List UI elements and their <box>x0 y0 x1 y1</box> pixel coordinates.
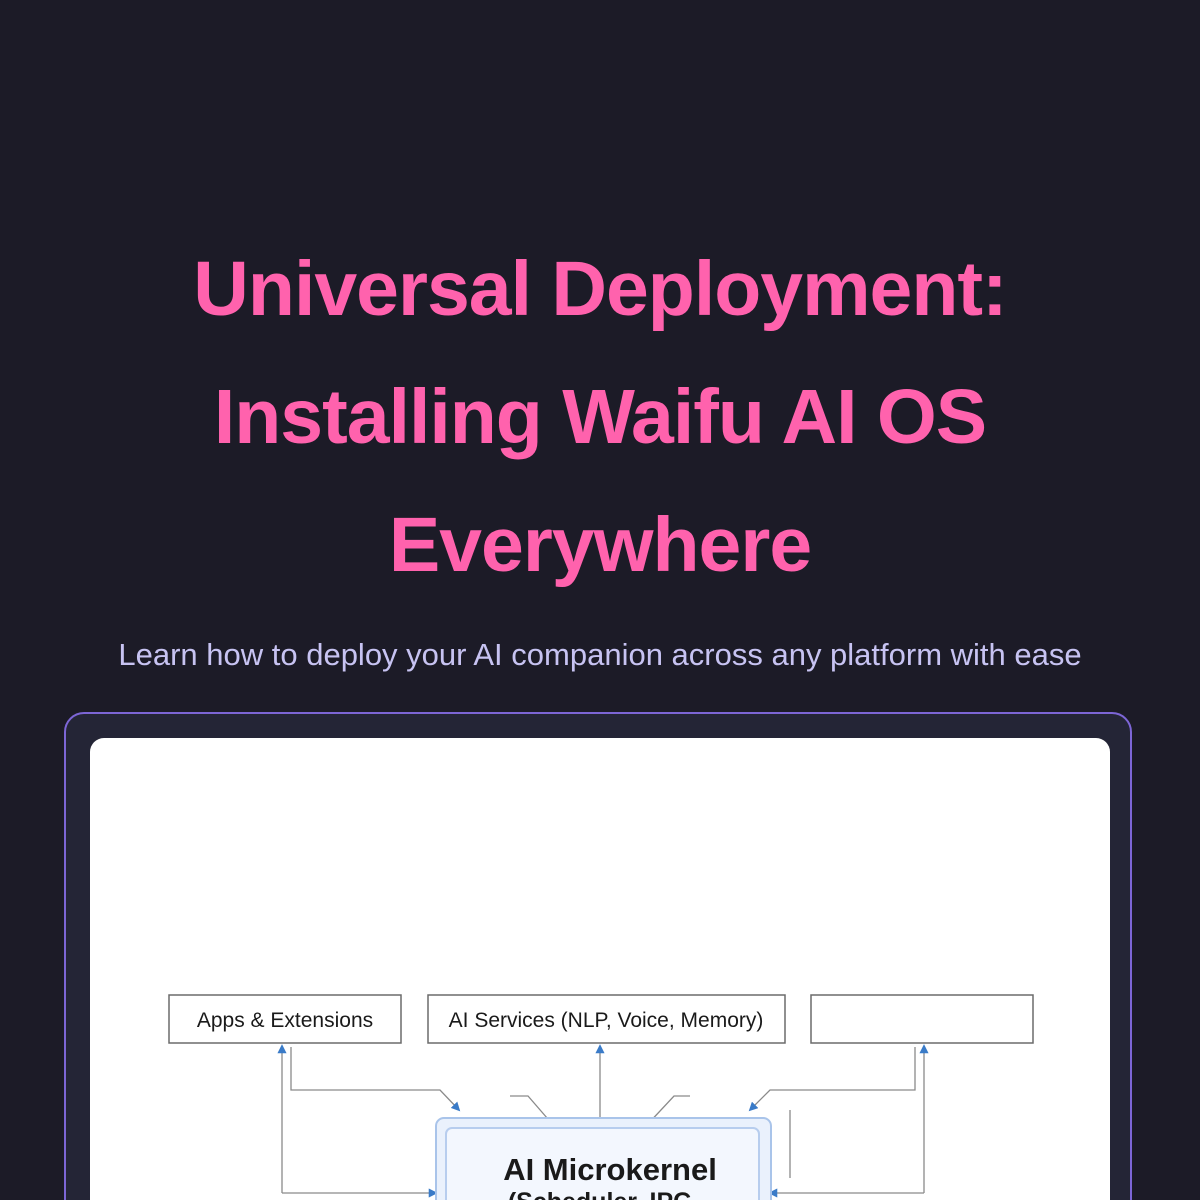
page-title: Universal Deployment: Installing Waifu A… <box>150 225 1050 609</box>
page-title-line-3: Everywhere <box>388 502 812 588</box>
right-diagonal <box>645 1095 690 1127</box>
apps-extensions-box: Apps & Extensions <box>168 994 402 1044</box>
ai-microkernel-box: AI Microkernel (Scheduler, IPC, <box>435 1117 772 1200</box>
architecture-diagram: Apps & Extensions AI Services (NLP, Voic… <box>90 738 1110 1200</box>
page-title-line-1: Universal Deployment: <box>193 246 1007 332</box>
apps-extensions-label: Apps & Extensions <box>197 1009 373 1032</box>
unlabeled-box <box>810 994 1034 1044</box>
left-diagonal <box>510 1095 555 1127</box>
apps-feed-arrow <box>290 1047 461 1112</box>
page-title-line-2: Installing Waifu AI OS <box>213 374 987 460</box>
ai-microkernel-subtitle: (Scheduler, IPC, <box>508 1188 698 1200</box>
unlabeled-feed-arrow <box>748 1047 916 1112</box>
diagram-connectors <box>277 1044 929 1198</box>
ai-services-box: AI Services (NLP, Voice, Memory) <box>427 994 786 1044</box>
page-subtitle: Learn how to deploy your AI companion ac… <box>118 637 1082 672</box>
ai-microkernel-title: AI Microkernel <box>503 1152 717 1187</box>
ai-services-label: AI Services (NLP, Voice, Memory) <box>449 1009 764 1032</box>
architecture-diagram-svg: Apps & Extensions AI Services (NLP, Voic… <box>168 994 1034 1200</box>
